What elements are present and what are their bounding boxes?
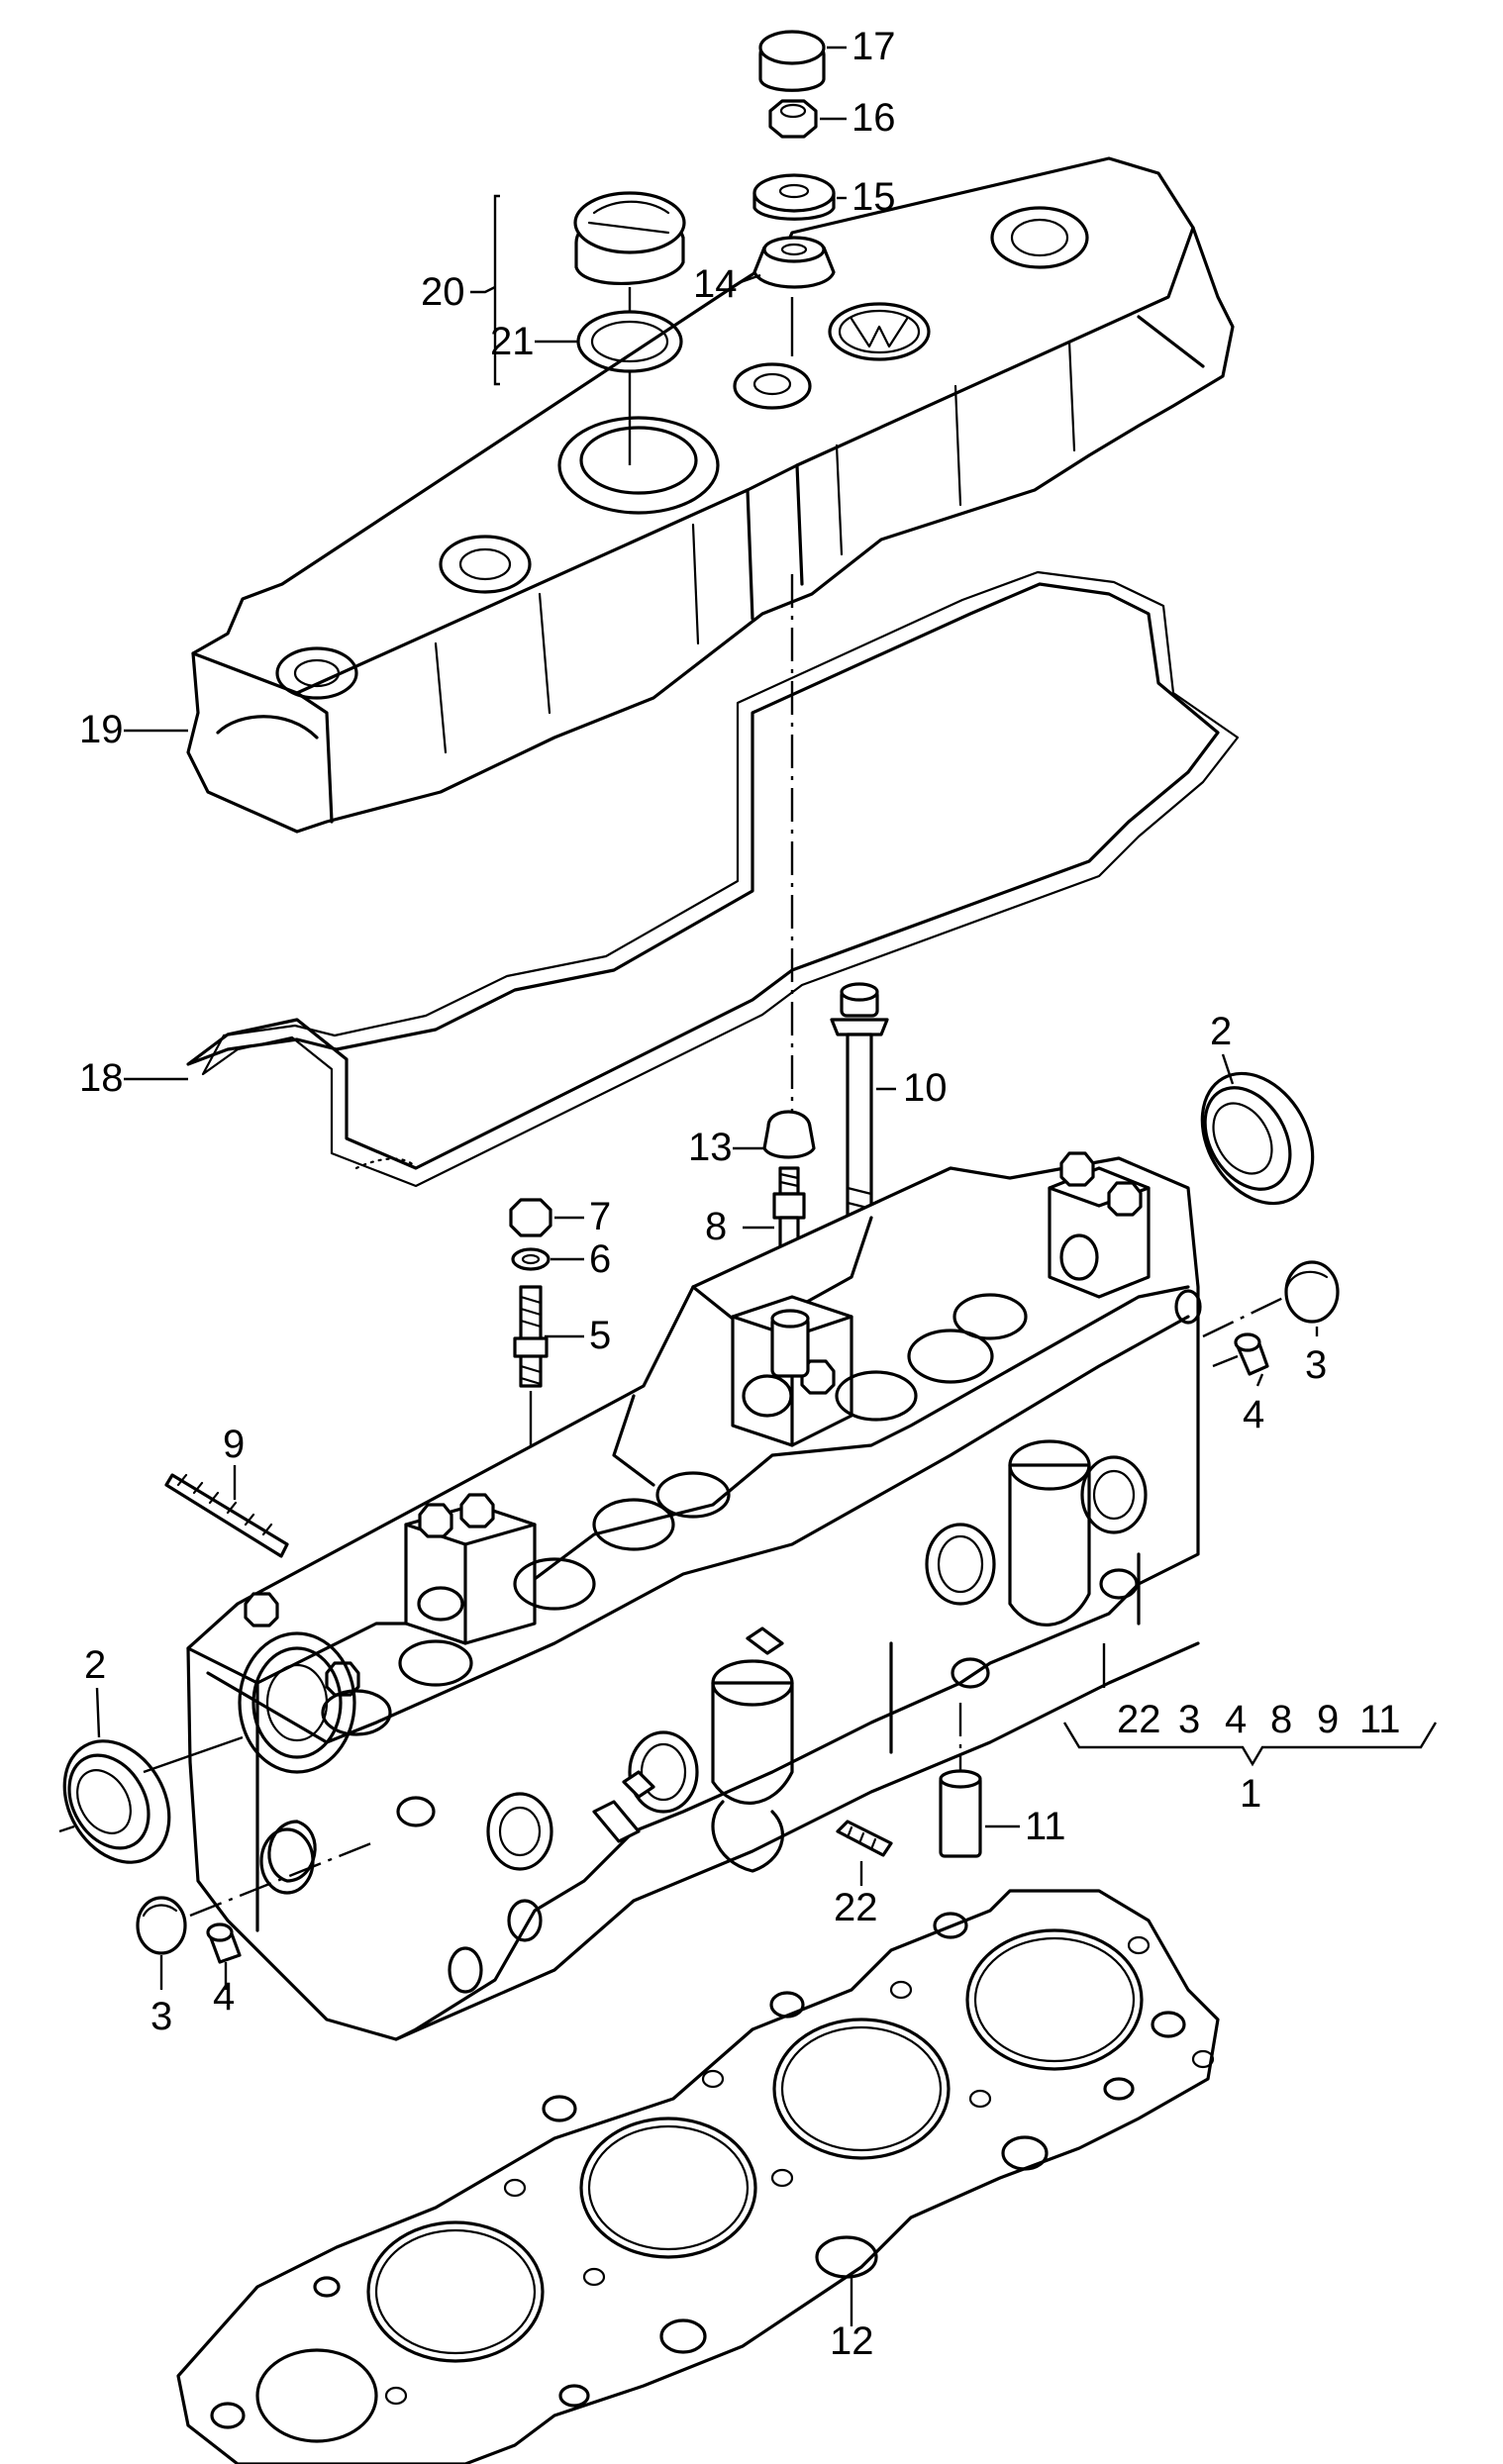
nut-cap (758, 30, 826, 92)
assembly-item-2: 3 (1178, 1698, 1200, 1741)
valve-cover-gasket (186, 570, 1240, 1188)
washer-top (752, 173, 836, 221)
plug-right (1284, 1260, 1340, 1324)
threaded-stud (772, 1166, 806, 1259)
stud-5 (513, 1285, 549, 1388)
hex-nut (768, 99, 818, 139)
callout-19: 19 (79, 708, 124, 751)
pin-left (206, 1922, 242, 1964)
callout-8: 8 (705, 1205, 727, 1248)
assembly-item-6: 11 (1359, 1698, 1401, 1741)
oil-seal-left (62, 1739, 171, 1864)
callout-14: 14 (693, 262, 738, 306)
assembly-item-3: 4 (1225, 1698, 1247, 1741)
callout-9: 9 (223, 1423, 245, 1466)
stud-9 (164, 1473, 289, 1558)
assembly-item-4: 8 (1270, 1698, 1292, 1741)
vw-logo-icon (828, 302, 931, 361)
nut-7 (509, 1198, 552, 1237)
valve-guide (939, 1769, 982, 1858)
callout-3-left: 3 (150, 1995, 172, 2038)
oil-filler-cap (573, 191, 686, 285)
assembly-item-5: 9 (1317, 1698, 1339, 1741)
callout-12: 12 (830, 2319, 874, 2363)
grommet (752, 236, 836, 289)
callout-15: 15 (852, 175, 896, 219)
washer-6 (511, 1247, 551, 1271)
callout-10: 10 (903, 1066, 948, 1110)
callout-6: 6 (589, 1237, 611, 1281)
dowel-pin (836, 1820, 893, 1857)
callout-2-left: 2 (84, 1643, 106, 1687)
valve-cover (186, 156, 1235, 834)
callout-7: 7 (589, 1195, 611, 1238)
callout-11: 11 (1025, 1805, 1066, 1848)
callout-22: 22 (834, 1886, 878, 1929)
assembly-bracket (1062, 1643, 1438, 1767)
oil-seal-top (1200, 1071, 1315, 1206)
callout-13: 13 (688, 1126, 733, 1169)
callout-5: 5 (589, 1314, 611, 1357)
callout-21: 21 (490, 320, 535, 363)
cap-nut (762, 1110, 816, 1159)
callout-18: 18 (79, 1056, 124, 1100)
assembly-item-1: 22 (1117, 1698, 1161, 1741)
callout-20: 20 (421, 270, 465, 314)
callout-1: 1 (1240, 1772, 1261, 1816)
callout-4-left: 4 (213, 1975, 235, 2019)
cylinder-head (186, 1151, 1202, 2041)
callout-17: 17 (852, 25, 896, 68)
pin-right (1234, 1332, 1269, 1376)
head-gasket (176, 1889, 1220, 2464)
callout-4-right: 4 (1243, 1393, 1264, 1436)
callout-2-top: 2 (1210, 1010, 1232, 1053)
callout-16: 16 (852, 96, 896, 140)
plug-left (136, 1896, 187, 1955)
callout-3-right: 3 (1305, 1343, 1327, 1387)
